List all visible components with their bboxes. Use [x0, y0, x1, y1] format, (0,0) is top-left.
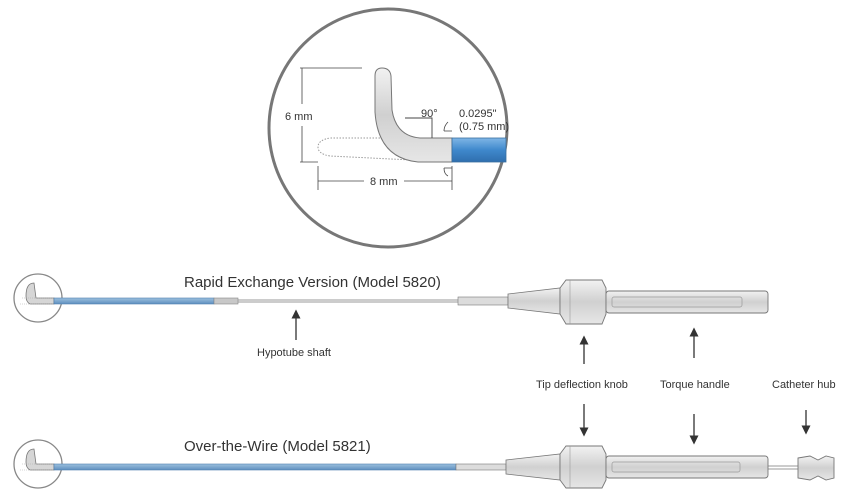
hypotube-label: Hypotube shaft [257, 347, 331, 359]
angle-marker [405, 117, 433, 138]
hub-label: Catheter hub [772, 379, 836, 391]
shaft-joint [213, 297, 239, 305]
knob-label: Tip deflection knob [536, 379, 628, 391]
rapid-exchange-title: Rapid Exchange Version (Model 5820) [184, 274, 441, 291]
diameter-bracket [443, 121, 452, 132]
handle-label: Torque handle [660, 379, 730, 391]
hypotube-sleeve [457, 296, 509, 306]
blue-shaft [53, 297, 215, 305]
diameter-bracket [443, 167, 452, 177]
over-the-wire-title: Over-the-Wire (Model 5821) [184, 438, 371, 455]
tip-detail-view: 6 mm 8 mm 90° 0.0295" (0.75 mm) [267, 7, 509, 249]
torque-handle[interactable] [605, 290, 769, 314]
handle-groove [611, 296, 743, 308]
height-label: 6 mm [285, 111, 313, 123]
detail-shaft [451, 137, 507, 163]
part-labels: Tip deflection knob Torque handle Cathet… [536, 327, 836, 445]
rapid-exchange-catheter: Rapid Exchange Version (Model 5820) Hypo… [13, 273, 769, 359]
tip-thumbnail-dotted [20, 297, 54, 305]
strain-relief [507, 287, 561, 315]
tip-deflection-knob[interactable] [559, 445, 607, 489]
diameter-in-label: 0.0295" [459, 108, 497, 120]
length-label: 8 mm [370, 176, 398, 188]
tip-thumbnail-dotted [20, 463, 54, 471]
strain-relief [505, 453, 561, 481]
deflected-tip [374, 67, 453, 163]
over-the-wire-catheter: Over-the-Wire (Model 5821) [13, 438, 835, 489]
tip-deflection-knob[interactable] [559, 279, 607, 325]
handle-groove [611, 461, 741, 473]
undeflected-tip-outline [317, 137, 453, 163]
torque-handle[interactable] [605, 455, 769, 479]
blue-shaft [53, 463, 457, 471]
catheter-hub[interactable] [797, 455, 835, 481]
shaft-sleeve [455, 463, 507, 471]
angle-label: 90° [421, 108, 438, 120]
diameter-mm-label: (0.75 mm) [459, 121, 509, 133]
